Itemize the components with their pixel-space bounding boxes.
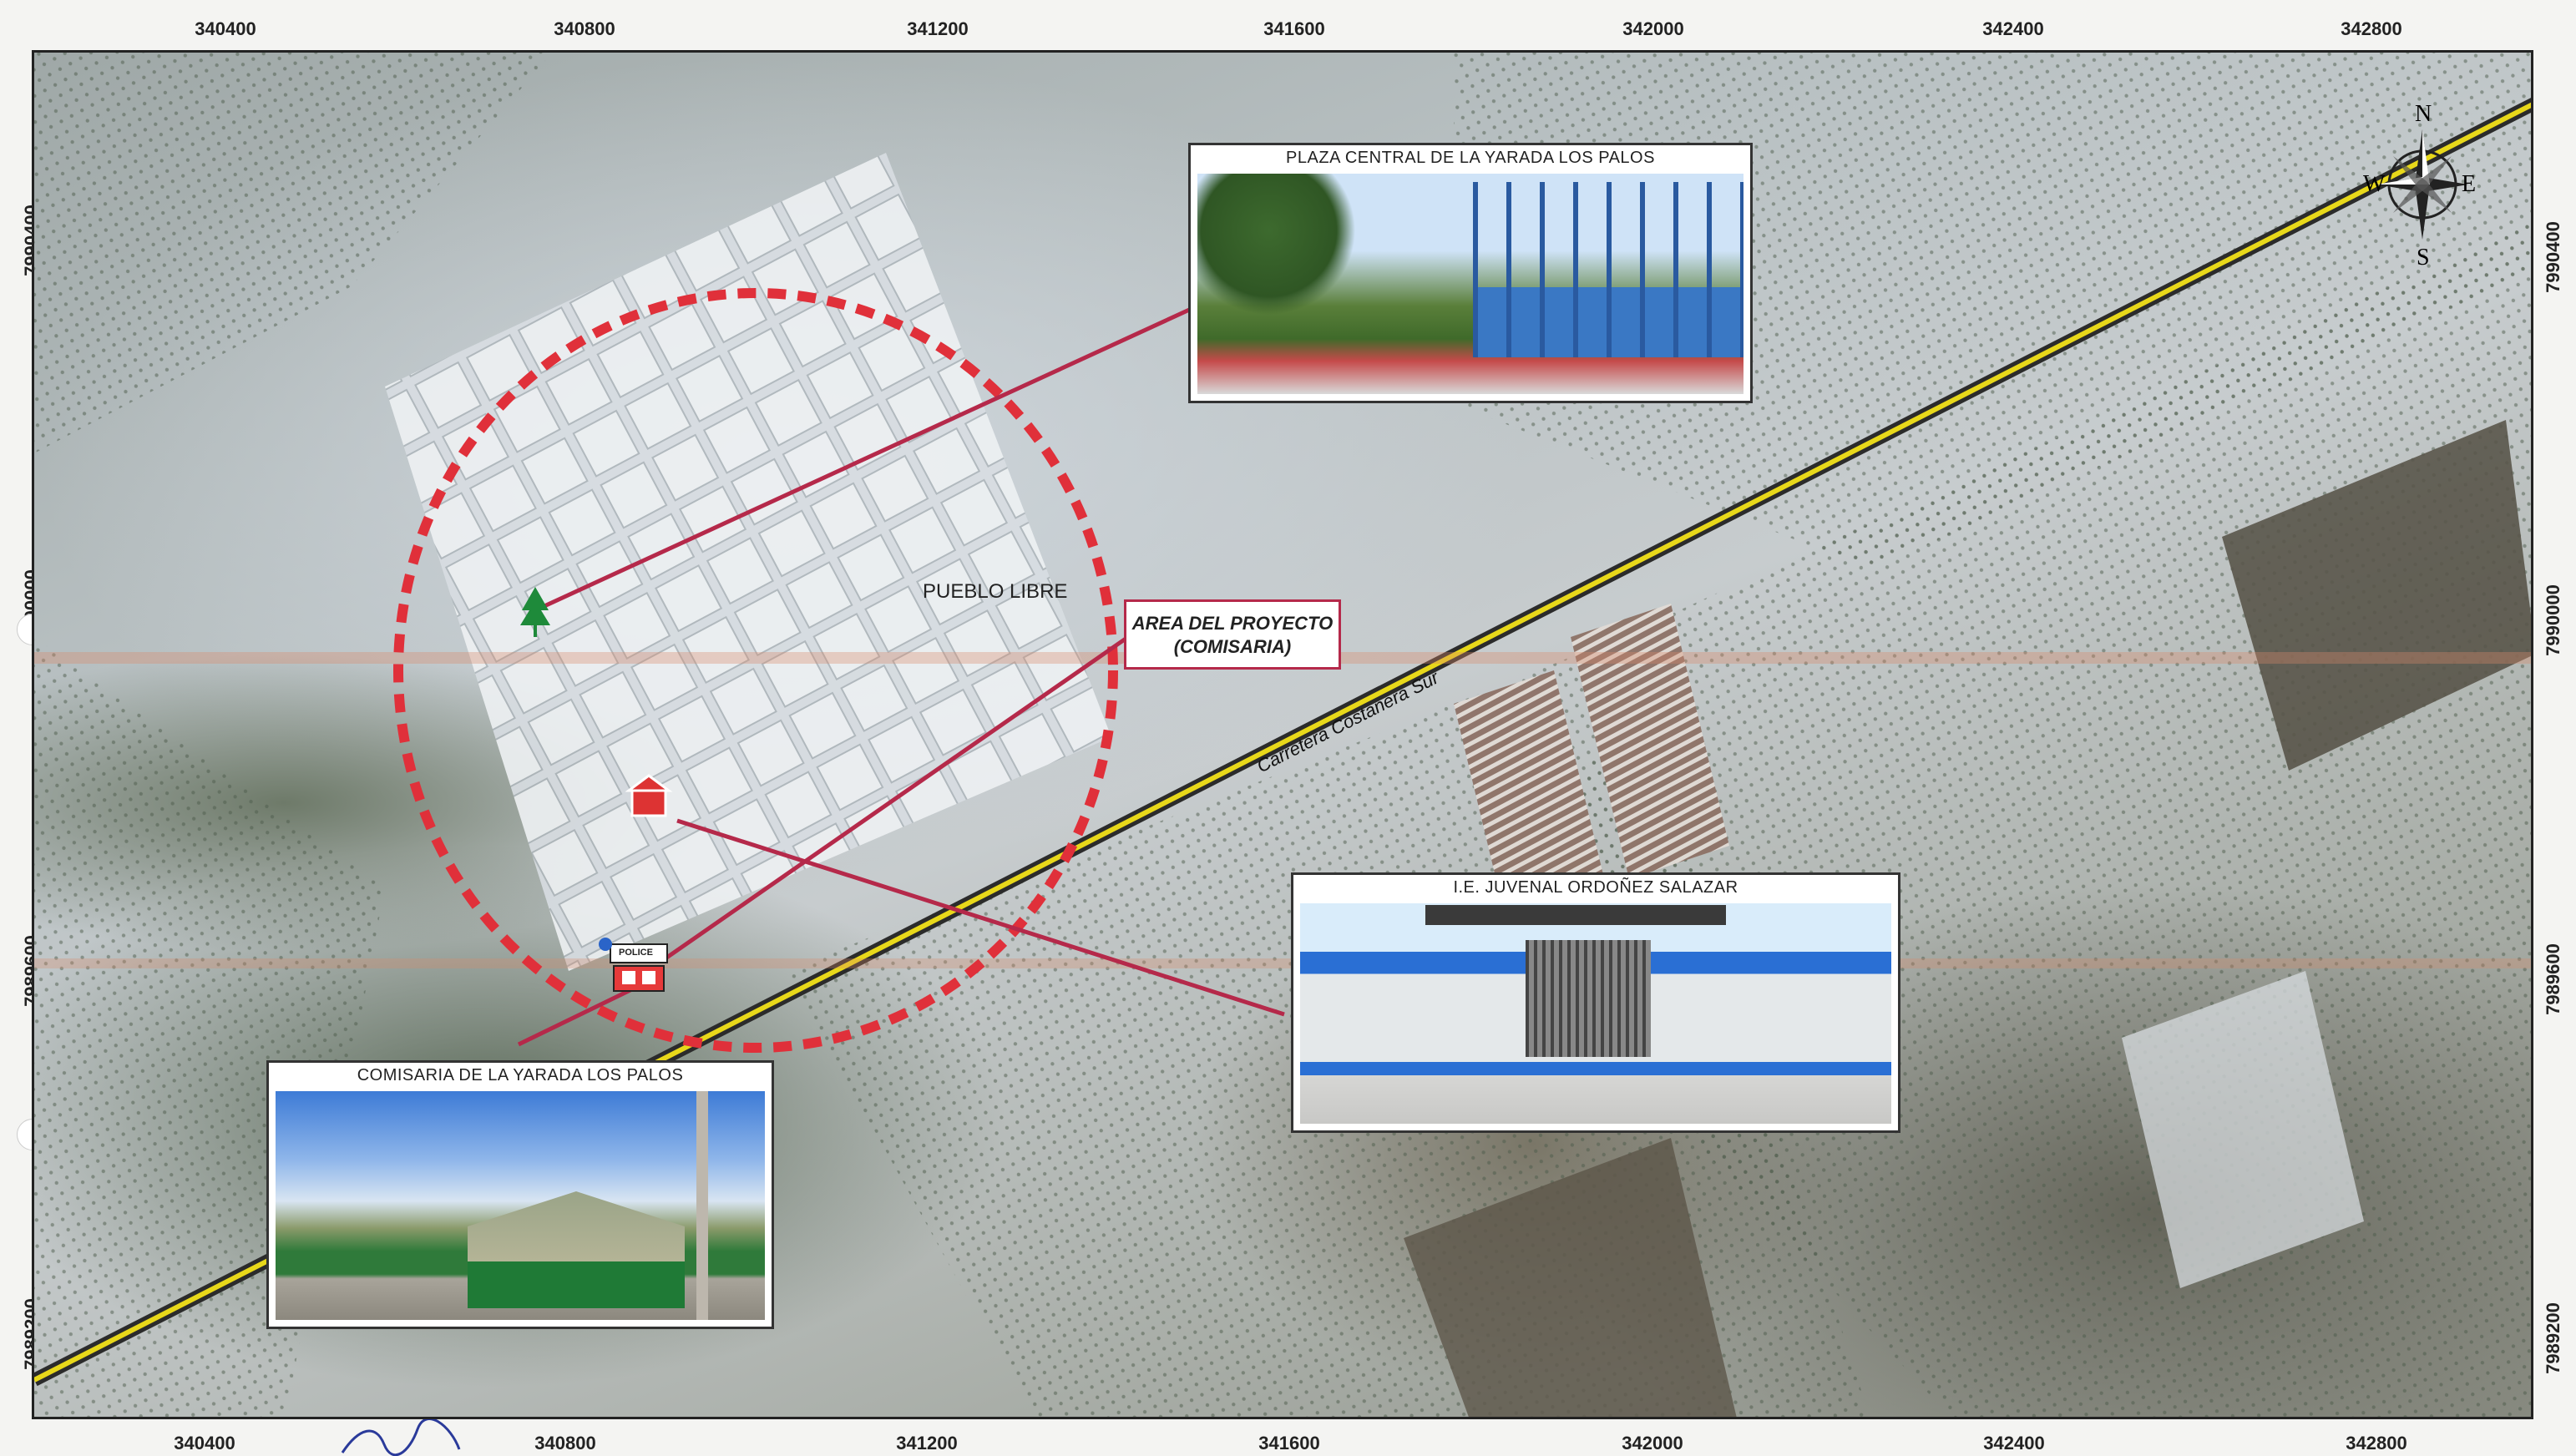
plaza-photo-caption: PLAZA CENTRAL DE LA YARADA LOS PALOS: [1286, 149, 1655, 167]
comisaria-photo: [276, 1091, 765, 1320]
x-coord-top-4: 341600: [1263, 18, 1325, 39]
police-label: POLICE: [619, 948, 653, 958]
school-gate: [1526, 940, 1651, 1057]
x-coord-top-5: 342000: [1622, 18, 1684, 39]
school-photo-caption: I.E. JUVENAL ORDOÑEZ SALAZAR: [1453, 878, 1738, 897]
comisaria-photo-card[interactable]: COMISARIA DE LA YARADA LOS PALOS: [266, 1060, 774, 1329]
x-coord-top-3: 341200: [907, 18, 969, 39]
x-coord-bottom-7: 342800: [2346, 1433, 2407, 1453]
project-area-label: AREA DEL PROYECTO (COMISARIA): [1124, 599, 1341, 670]
x-coord-top-6: 342400: [1982, 18, 2044, 39]
y-coord-right-1: 7990400: [2543, 221, 2563, 293]
school-icon: [625, 774, 673, 817]
compass-n: N: [2415, 101, 2432, 127]
project-area-subtitle: (COMISARIA): [1173, 636, 1292, 657]
plaza-photo-card[interactable]: PLAZA CENTRAL DE LA YARADA LOS PALOS: [1188, 143, 1753, 403]
compass-rose: N E S W: [2363, 101, 2477, 276]
satellite-map[interactable]: PUEBLO LIBRE Carretera Costanera Sur POL…: [32, 50, 2533, 1419]
y-coord-right-3: 7989600: [2543, 943, 2563, 1015]
x-coord-top-1: 340400: [195, 18, 256, 39]
signature: [341, 1419, 461, 1456]
x-coord-bottom-3: 341200: [896, 1433, 958, 1453]
scan-band-2: [34, 958, 2531, 968]
tree-icon: [520, 587, 550, 637]
town-grid: [385, 153, 1111, 971]
comisaria-building: [468, 1191, 685, 1308]
school-photo: [1300, 903, 1891, 1124]
pueblo-libre-label: PUEBLO LIBRE: [923, 580, 1068, 603]
y-coord-right-4: 7989200: [2543, 1302, 2563, 1374]
x-coord-bottom-4: 341600: [1258, 1433, 1320, 1453]
x-coord-bottom-6: 342400: [1983, 1433, 2045, 1453]
comisaria-photo-caption: COMISARIA DE LA YARADA LOS PALOS: [357, 1066, 684, 1084]
compass-w: W: [2363, 171, 2386, 197]
plaza-tree: [1197, 174, 1356, 316]
x-coord-bottom-1: 340400: [174, 1433, 235, 1453]
compass-e: E: [2462, 171, 2477, 197]
school-roof: [1425, 905, 1726, 925]
x-coord-top-2: 340800: [554, 18, 615, 39]
school-photo-card[interactable]: I.E. JUVENAL ORDOÑEZ SALAZAR: [1291, 872, 1900, 1133]
comisaria-pole: [696, 1091, 708, 1320]
project-area-circle: [393, 288, 1118, 1053]
y-coord-right-2: 7990000: [2543, 584, 2563, 656]
plaza-canopy: [1473, 182, 1743, 357]
police-station-icon: [599, 938, 668, 992]
leader-lines: [517, 304, 1285, 1047]
farm-parcels: [34, 53, 2531, 1417]
plaza-photo: [1197, 174, 1743, 394]
x-coord-top-7: 342800: [2341, 18, 2402, 39]
x-coord-bottom-2: 340800: [534, 1433, 596, 1453]
compass-s: S: [2417, 245, 2430, 270]
project-area-title: AREA DEL PROYECTO: [1131, 613, 1334, 634]
x-coord-bottom-5: 342000: [1622, 1433, 1683, 1453]
